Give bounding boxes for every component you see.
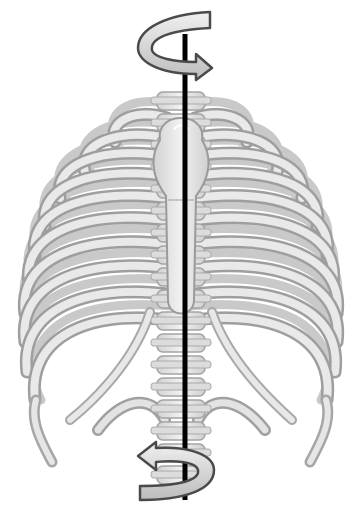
vertebra-process [151,405,211,412]
rotation-arrow-top-icon [138,12,212,80]
vertebra-process [151,339,211,346]
vertebra-process [151,361,211,368]
vertebra-process [151,97,211,104]
vertebra-process [151,427,211,434]
vertebra-process [151,317,211,324]
vertebra-process [151,383,211,390]
